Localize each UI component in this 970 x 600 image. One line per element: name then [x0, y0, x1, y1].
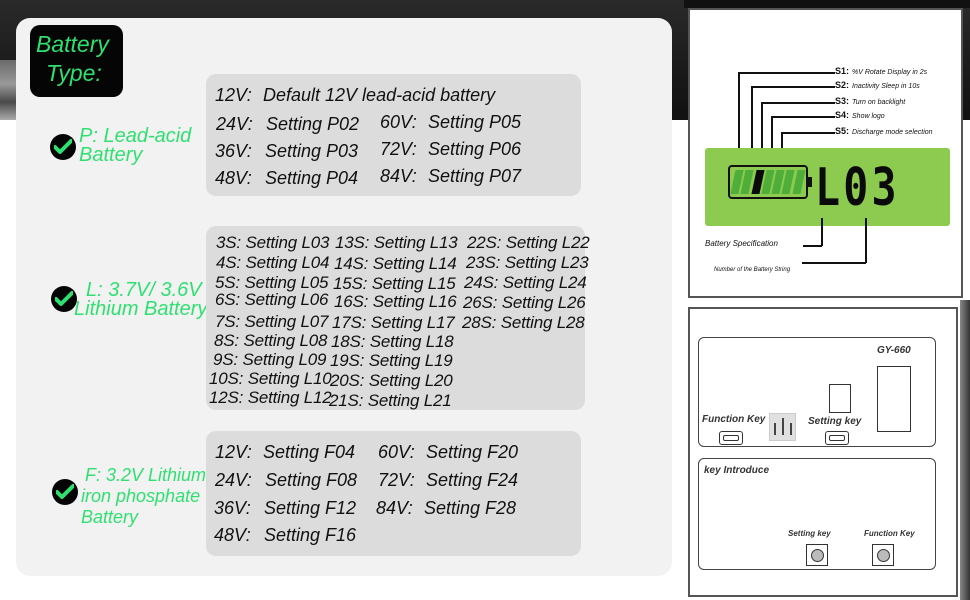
setting-row: 24S: Setting L24: [464, 273, 587, 292]
category-label-line3: Battery: [81, 507, 139, 527]
setting-row: 28S: Setting L28: [462, 313, 585, 332]
key-introduce-title: key Introduce: [704, 465, 770, 476]
setting-row: 17S: Setting L17: [332, 313, 455, 332]
setting-row: 8S: Setting L08: [214, 331, 328, 350]
switch-s3: S3:Turn on backlight: [835, 96, 906, 106]
setting-row: 10S: Setting L10: [209, 369, 332, 388]
leader-line: [751, 86, 835, 88]
setting-row: 84V:Setting F28: [376, 498, 517, 518]
setting-row: 19S: Setting L19: [330, 351, 453, 370]
setting-row: 24V:Setting P02: [216, 114, 360, 134]
component-outline: [829, 384, 851, 413]
title-line2: Type:: [46, 60, 102, 86]
setting-row: 60V:Setting F20: [378, 442, 519, 462]
battery-spec-label: Battery Specification: [705, 239, 778, 248]
category-label-line2: Battery: [79, 144, 143, 166]
setting-row: 9S: Setting L09: [213, 350, 327, 369]
category-label-line1: F: 3.2V Lithium: [85, 465, 207, 485]
setting-row: 7S: Setting L07: [215, 312, 329, 331]
leader-line: [821, 218, 823, 246]
setting-row: 3S: Setting L03: [216, 233, 330, 252]
check-circle-icon: [51, 286, 77, 312]
setting-row: 15S: Setting L15: [333, 274, 456, 293]
setting-row: 6S: Setting L06: [215, 290, 329, 309]
title-line1: Battery: [36, 31, 109, 57]
setting-row: 72V:Setting F24: [378, 470, 519, 490]
decorative-edge: [684, 0, 970, 8]
setting-row: 48V:Setting P04: [215, 168, 359, 188]
setting-push-button-icon: [806, 544, 828, 566]
setting-row: 24V:Setting F08: [215, 470, 358, 490]
leader-line: [771, 116, 773, 166]
category-label-line2: Lithium Battery: [74, 298, 208, 320]
setting-row: 12S: Setting L12: [209, 388, 332, 407]
setting-row: 60V:Setting P05: [380, 112, 522, 132]
chip-outline: [877, 366, 911, 432]
setting-row: 16S: Setting L16: [334, 292, 457, 311]
leader-line: [738, 72, 835, 74]
setting-row: 14S: Setting L14: [334, 254, 457, 273]
leader-line: [802, 262, 866, 264]
decorative-edge: [960, 300, 970, 600]
leader-line: [751, 86, 753, 166]
leader-line: [865, 218, 867, 263]
intro-function-key-label: Function Key: [864, 529, 915, 538]
setting-key-button: [825, 431, 849, 445]
switch-s4: S4:Show logo: [835, 110, 885, 120]
category-lead-acid: P: Lead-acid Battery: [50, 125, 192, 166]
category-label-line1: P: Lead-acid: [79, 125, 192, 147]
leader-line: [803, 245, 822, 247]
setting-row: 26S: Setting L26: [463, 293, 586, 312]
switch-s1: S1:%V Rotate Display in 2s: [835, 66, 928, 76]
leader-line: [738, 72, 740, 166]
switch-s5: S5:Discharge mode selection: [835, 126, 933, 136]
category-label-line2: iron phosphate: [81, 486, 201, 506]
setting-row: 84V:Setting P07: [380, 166, 522, 186]
setting-row: 18S: Setting L18: [331, 332, 454, 351]
intro-setting-key-label: Setting key: [788, 529, 831, 538]
setting-row: 5S: Setting L05: [215, 273, 329, 292]
check-circle-icon: [50, 134, 76, 160]
setting-row: 22S: Setting L22: [467, 233, 590, 252]
setting-row: 13S: Setting L13: [335, 233, 458, 252]
setting-row: 36V:Setting P03: [215, 141, 359, 161]
lcd-value: L03: [815, 158, 900, 218]
lead-acid-settings-box: 12V:Default 12V lead-acid battery 24V:Se…: [206, 74, 581, 196]
lithium-settings-box: 3S: Setting L03 4S: Setting L04 5S: Sett…: [206, 226, 590, 410]
lifepo4-settings-box: 12V:Setting F04 24V:Setting F08 36V:Sett…: [206, 431, 581, 556]
leader-line: [781, 132, 835, 134]
setting-row: 21S: Setting L21: [329, 391, 452, 410]
category-lithium: L: 3.7V/ 3.6V Lithium Battery: [51, 279, 208, 320]
setting-key-label: Setting key: [808, 416, 862, 427]
check-circle-icon: [52, 479, 78, 505]
category-lifepo4: F: 3.2V Lithium iron phosphate Battery: [52, 465, 206, 528]
setting-row: 12V:Default 12V lead-acid battery: [215, 85, 496, 105]
leader-line: [771, 116, 835, 118]
setting-row: 20S: Setting L20: [330, 371, 453, 390]
battery-level-icon: [728, 165, 812, 199]
leader-line: [761, 102, 763, 166]
dip-switch-icon: [769, 413, 796, 441]
setting-row: 12V:Setting F04: [215, 442, 356, 462]
setting-row: 4S: Setting L04: [216, 253, 330, 272]
function-key-button: [719, 431, 743, 445]
setting-row: 48V:Setting F16: [214, 525, 357, 545]
setting-row: 36V:Setting F12: [214, 498, 357, 518]
function-key-label: Function Key: [702, 414, 766, 425]
leader-line: [761, 102, 835, 104]
string-count-label: Number of the Battery String: [714, 267, 791, 273]
setting-row: 72V:Setting P06: [380, 139, 522, 159]
model-label: GY-660: [877, 345, 911, 356]
function-push-button-icon: [872, 544, 894, 566]
switch-s2: S2:Inactivity Sleep in 10s: [835, 80, 920, 90]
category-label-line1: L: 3.7V/ 3.6V: [86, 279, 202, 301]
battery-type-title: Battery Type:: [30, 25, 123, 97]
setting-row: 23S: Setting L23: [466, 253, 589, 272]
